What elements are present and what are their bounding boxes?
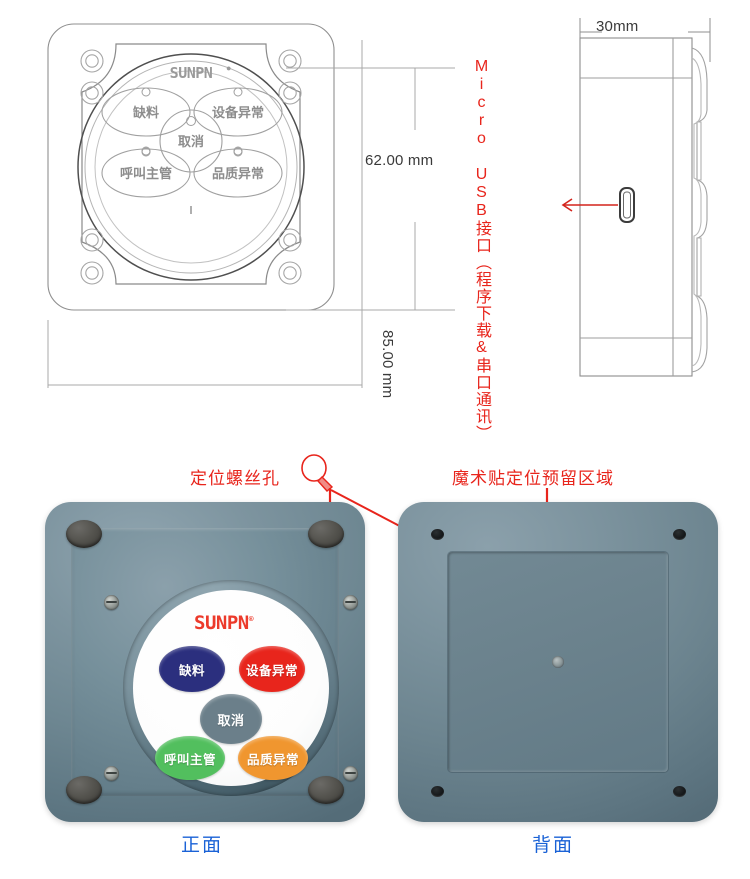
rubber-foot-bottom-left — [66, 776, 102, 804]
product-photo-section: 定位螺丝孔 魔术贴定位预留区域 SUNPN® 缺料 — [0, 440, 750, 879]
micro-usb-port — [619, 187, 635, 223]
front-faceplate: SUNPN® 缺料 设备异常 取消 呼叫主管 品质异常 — [133, 590, 329, 786]
tech-logo: SUNPN — [170, 64, 213, 82]
button-missing-material[interactable]: 缺料 — [159, 646, 225, 692]
tech-btn-label-1: 设备异常 — [212, 105, 264, 120]
mounting-hole-bottom-right — [673, 786, 686, 797]
caption-back-view: 背面 — [532, 835, 575, 856]
tech-btn-label-2: 取消 — [178, 134, 204, 149]
front-bezel: SUNPN® 缺料 设备异常 取消 呼叫主管 品质异常 — [71, 528, 358, 796]
button-cancel[interactable]: 取消 — [200, 694, 262, 744]
sunpn-logo-mark: ® — [248, 614, 254, 624]
front-dimension-lines — [47, 40, 455, 388]
technical-drawing-section: SUNPN ● 缺料 设备异常 取消 呼叫主管 品质异常 62.00 mm 85… — [47, 18, 711, 442]
sunpn-logo-text: SUNPN — [194, 612, 249, 634]
annotation-screw-hole-label: 定位螺丝孔 — [190, 469, 280, 488]
product-front-photo: SUNPN® 缺料 设备异常 取消 呼叫主管 品质异常 — [45, 502, 365, 822]
center-screw — [552, 656, 564, 668]
usb-arrow — [561, 198, 618, 212]
front-elevation-drawing: SUNPN ● 缺料 设备异常 取消 呼叫主管 品质异常 — [47, 23, 335, 311]
side-elevation-drawing — [561, 37, 708, 377]
mounting-hole-top-right — [673, 529, 686, 540]
product-back-photo — [398, 502, 718, 822]
rubber-foot-bottom-right — [308, 776, 344, 804]
rubber-foot-top-left — [66, 520, 102, 548]
screw-bottom-left — [104, 766, 119, 781]
svg-text:●: ● — [226, 63, 231, 73]
usb-callout-text: Micro USB接口（程序下载&串口通讯） — [473, 58, 490, 442]
screw-bottom-right — [343, 766, 358, 781]
caption-front-view: 正面 — [181, 835, 224, 856]
velcro-reserved-area — [448, 552, 668, 772]
tech-btn-label-4: 品质异常 — [212, 166, 264, 181]
front-ring: SUNPN® 缺料 设备异常 取消 呼叫主管 品质异常 — [123, 580, 339, 796]
mounting-hole-bottom-left — [431, 786, 444, 797]
tech-btn-label-0: 缺料 — [132, 105, 159, 120]
sunpn-logo: SUNPN® — [194, 612, 254, 634]
dimension-62mm: 62.00 mm — [365, 152, 434, 169]
mounting-hole-top-left — [431, 529, 444, 540]
tech-btn-label-3: 呼叫主管 — [120, 166, 172, 181]
annotation-velcro-area-label: 魔术贴定位预留区域 — [452, 469, 614, 488]
dimension-30mm: 30mm — [596, 18, 639, 35]
screw-top-right — [343, 595, 358, 610]
button-quality-issue[interactable]: 品质异常 — [238, 736, 308, 780]
dimension-85mm: 85.00 mm — [379, 330, 396, 399]
magnifier-icon — [301, 454, 334, 492]
screw-top-left — [104, 595, 119, 610]
button-equipment-fault[interactable]: 设备异常 — [239, 646, 305, 692]
button-call-supervisor[interactable]: 呼叫主管 — [155, 736, 225, 780]
rubber-foot-top-right — [308, 520, 344, 548]
